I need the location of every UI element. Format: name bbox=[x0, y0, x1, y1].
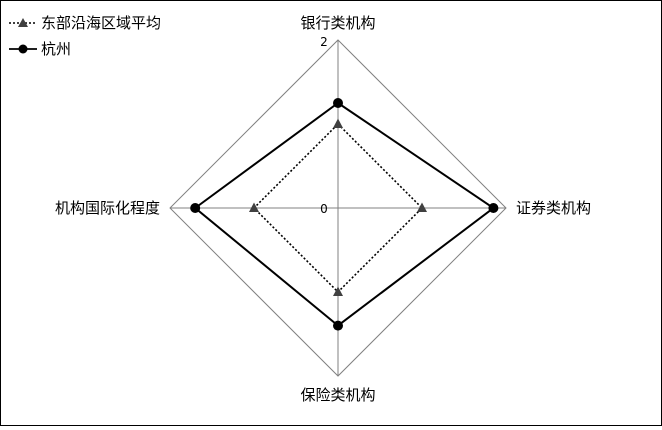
series-hangzhou bbox=[190, 98, 499, 331]
data-point-hangzhou-securities bbox=[488, 203, 499, 213]
data-point-east-coast-average-securities bbox=[417, 202, 427, 212]
axis-label-securities: 证券类机构 bbox=[516, 199, 591, 217]
series-line-hangzhou bbox=[193, 101, 496, 327]
tick-label-max: 2 bbox=[320, 35, 328, 49]
data-point-east-coast-average-internationalization bbox=[249, 202, 259, 212]
series-east-coast-average bbox=[249, 118, 427, 296]
legend-triangle-icon bbox=[18, 18, 28, 27]
legend-label-east-coast: 东部沿海区域平均 bbox=[41, 14, 161, 32]
data-point-hangzhou-insurance bbox=[333, 320, 343, 331]
axis-label-bank: 银行类机构 bbox=[300, 14, 375, 32]
axis-label-insurance: 保险类机构 bbox=[300, 386, 375, 404]
legend: 东部沿海区域平均 杭州 bbox=[9, 14, 161, 58]
data-point-east-coast-average-bank bbox=[333, 118, 343, 128]
axis-label-internationalization: 机构国际化程度 bbox=[55, 199, 160, 217]
data-point-hangzhou-bank bbox=[333, 98, 343, 108]
data-point-hangzhou-internationalization bbox=[190, 203, 201, 213]
data-point-east-coast-average-insurance bbox=[333, 286, 343, 296]
legend-label-hangzhou: 杭州 bbox=[41, 40, 71, 58]
tick-label-min: 0 bbox=[320, 202, 328, 216]
legend-circle-icon bbox=[18, 44, 28, 54]
